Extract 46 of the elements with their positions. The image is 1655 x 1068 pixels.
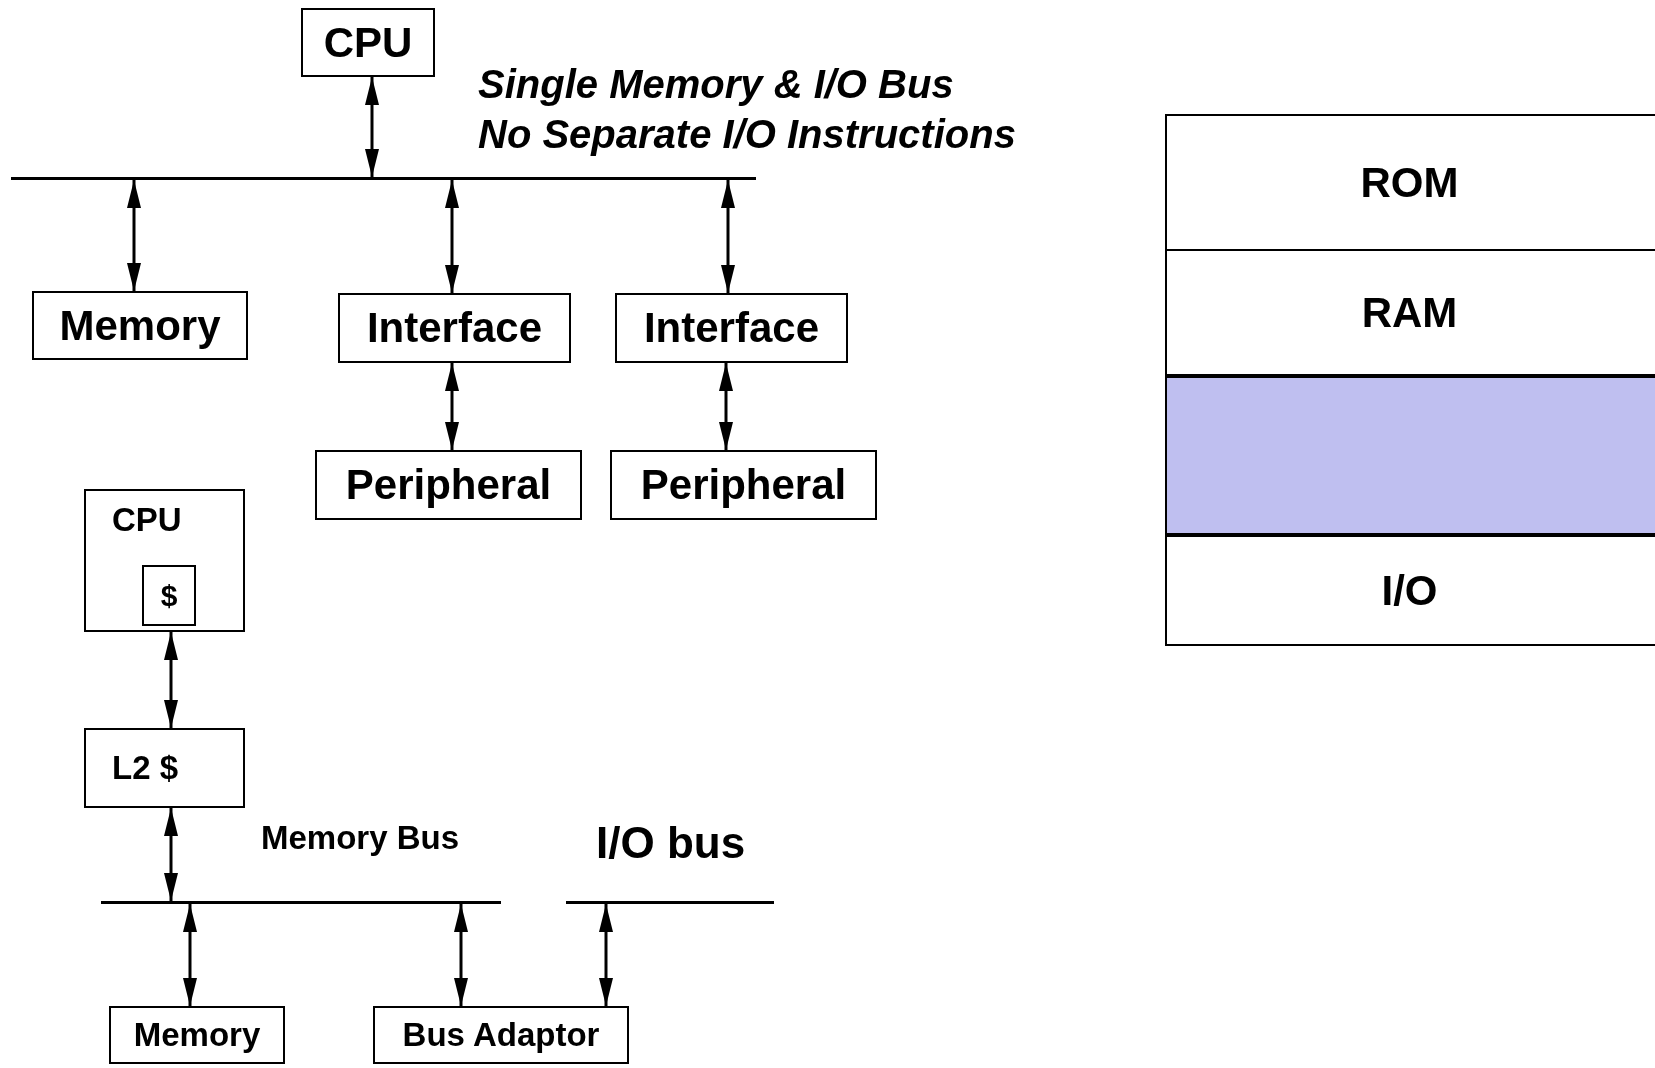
component-box — [109, 1006, 285, 1064]
component-box — [315, 450, 582, 520]
node-label: Memory — [59, 301, 221, 350]
component-box — [84, 728, 245, 808]
component-box — [32, 291, 248, 360]
double-arrow — [365, 77, 379, 177]
node-label: Interface — [643, 304, 820, 352]
component-box — [301, 8, 435, 77]
component-box — [373, 1006, 629, 1064]
node-label: CPU — [112, 501, 182, 539]
node-label: $ — [160, 578, 178, 613]
node-label: Memory — [133, 1016, 261, 1054]
double-arrow — [127, 180, 141, 291]
double-arrow — [719, 363, 733, 450]
node-label: Peripheral — [345, 461, 552, 509]
node-label: Peripheral — [640, 461, 847, 509]
double-arrow — [164, 808, 178, 901]
processor-box — [84, 489, 245, 632]
component-box — [610, 450, 877, 520]
double-arrow — [164, 632, 178, 728]
double-arrow — [445, 363, 459, 450]
bus-line — [566, 901, 774, 904]
node-label: Interface — [366, 304, 543, 352]
bus-label: Memory Bus — [261, 818, 460, 857]
node-label: I/O — [1381, 566, 1438, 615]
node-label: L2 $ — [112, 749, 179, 787]
note-text: Single Memory & I/O Bus — [478, 62, 954, 107]
note-text: No Separate I/O Instructions — [478, 112, 1016, 157]
bus-line — [11, 177, 756, 180]
memory-region — [1165, 114, 1655, 251]
node-label: RAM — [1361, 288, 1458, 337]
component-box — [615, 293, 848, 363]
node-label: CPU — [323, 18, 413, 67]
component-box — [338, 293, 571, 363]
node-label: Bus Adaptor — [402, 1016, 600, 1054]
component-box — [142, 565, 196, 626]
double-arrow — [599, 904, 613, 1006]
bus-label: I/O bus — [596, 818, 746, 868]
memory-region — [1165, 535, 1655, 646]
bus-line — [101, 901, 501, 904]
double-arrow — [454, 904, 468, 1006]
double-arrow — [721, 180, 735, 293]
node-label: ROM — [1360, 158, 1459, 207]
memory-region — [1165, 376, 1655, 535]
double-arrow — [445, 180, 459, 293]
double-arrow — [183, 904, 197, 1006]
